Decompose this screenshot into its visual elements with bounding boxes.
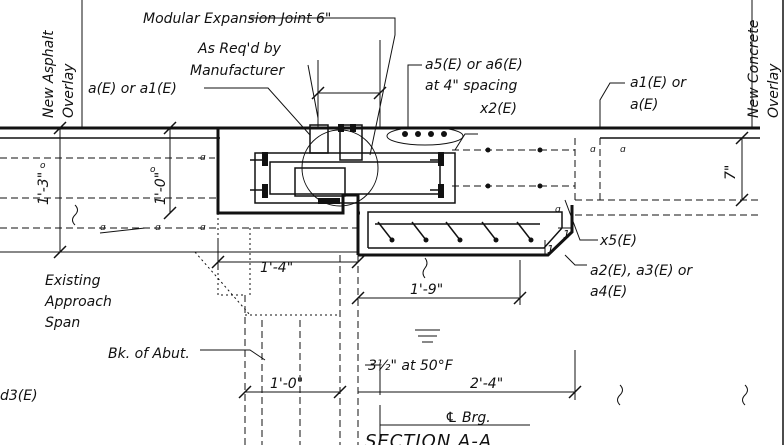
slope-mark-1: 1 (563, 228, 570, 241)
bk-abut-label: Bk. of Abut. (108, 346, 190, 362)
temperature-label: 3½" at 50°F (368, 358, 454, 374)
dim-1-3: 1'-3" (36, 172, 52, 205)
dim-1-0-vertical: 1'-0" (153, 172, 169, 205)
dim-1-4: 1'-4" (260, 260, 293, 276)
dim-2-4: 2'-4" (470, 376, 503, 392)
new-concrete-label: New Concrete (746, 20, 762, 118)
modular-joint-label: Modular Expansion Joint 6" (143, 11, 331, 27)
dim-1-0-horizontal: 1'-0" (270, 376, 303, 392)
svg-text:ɑ: ɑ (155, 223, 161, 233)
svg-text:ɑ: ɑ (620, 145, 626, 155)
a2-label-2: a4(E) (590, 284, 627, 300)
deck-surface (0, 126, 760, 139)
svg-text:ɑ: ɑ (200, 223, 206, 233)
a5-label: a5(E) or a6(E) (425, 57, 523, 73)
svg-text:ɑ: ɑ (200, 153, 206, 163)
dimension-lines (53, 0, 753, 445)
d3-label: d3(E) (0, 388, 38, 404)
slope-mark-2: 1 (547, 243, 554, 256)
existing-label: Existing (45, 273, 101, 289)
svg-text:o: o (150, 165, 156, 175)
manufacturer-label: Manufacturer (190, 63, 285, 79)
approach-label: Approach (44, 294, 112, 310)
svg-text:ɑ: ɑ (555, 205, 561, 215)
a-left-label: a(E) or a1(E) (88, 81, 177, 97)
new-asphalt-overlay-label: Overlay (61, 63, 77, 118)
a2-label: a2(E), a3(E) or (590, 263, 693, 279)
svg-text:o: o (40, 161, 46, 171)
leader-lines (99, 17, 625, 395)
x5-label: x5(E) (599, 233, 637, 249)
new-concrete-overlay-label: Overlay (766, 63, 782, 118)
x2-label: x2(E) (479, 101, 517, 117)
dim-1-9: 1'-9" (410, 282, 443, 298)
dim-7: 7" (723, 165, 739, 180)
new-asphalt-label: New Asphalt (41, 30, 57, 118)
svg-text:ɑ: ɑ (590, 145, 596, 155)
abutment (194, 213, 748, 445)
svg-text:ɑ: ɑ (100, 223, 106, 233)
a1-right-label: a1(E) or (630, 75, 687, 91)
joint-blockout (216, 124, 574, 257)
span-label: Span (45, 315, 80, 331)
section-title: SECTION A-A (365, 431, 492, 445)
a5-spacing-label: at 4" spacing (425, 78, 518, 94)
rebar-layout: ɑ ɑ ɑ (375, 126, 760, 243)
a1-right-label-2: a(E) (630, 97, 658, 113)
as-reqd-label: As Req'd by (197, 41, 282, 57)
bearing-centerline-label: ℄ Brg. (445, 410, 491, 426)
